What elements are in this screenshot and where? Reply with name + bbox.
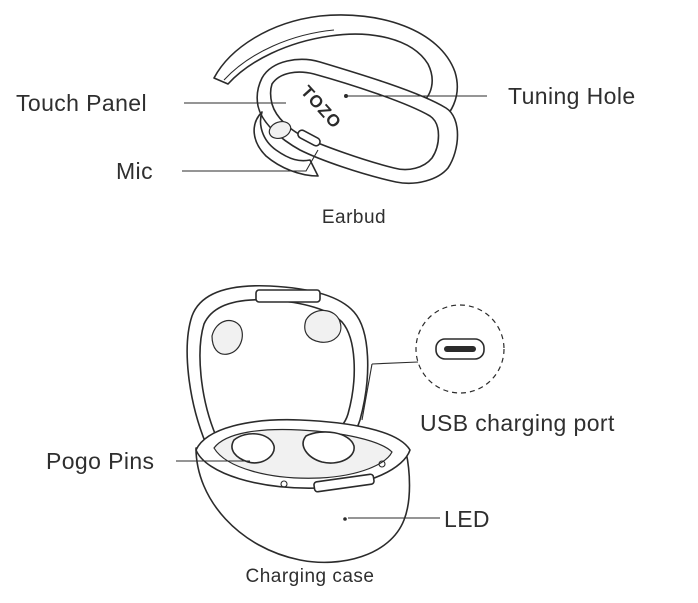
led-indicator [343, 517, 347, 521]
mic-label: Mic [116, 158, 153, 184]
earbud-body [256, 58, 459, 184]
charging-case-illustration [186, 284, 411, 564]
pogo-pins-label: Pogo Pins [46, 448, 154, 474]
earbud-caption: Earbud [322, 207, 386, 228]
case-caption: Charging case [245, 566, 374, 587]
tuning-hole-label: Tuning Hole [508, 83, 636, 109]
usb-port-callout [361, 304, 505, 421]
led-label: LED [444, 506, 490, 532]
mic-leader [182, 149, 319, 172]
usb-port-label: USB charging port [420, 410, 615, 436]
touch-panel-label: Touch Panel [16, 90, 147, 116]
touch-panel [269, 71, 440, 171]
earbud-illustration: TOZO [213, 14, 459, 184]
